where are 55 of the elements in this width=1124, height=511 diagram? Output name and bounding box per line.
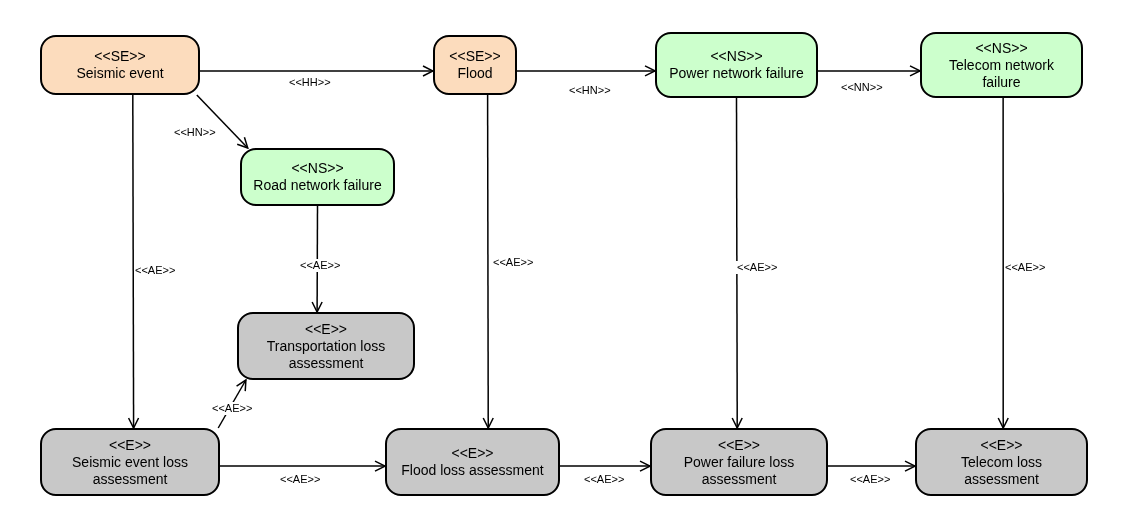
stereotype-label: <<E>> [717, 436, 760, 454]
node-label: Road network failure [253, 177, 382, 194]
node-label: Flood loss assessment [401, 462, 544, 479]
edge-label: <<AE>> [583, 472, 626, 486]
arrow [196, 94, 249, 149]
edge-label: <<AE>> [134, 263, 177, 277]
arrow [219, 460, 386, 472]
rounded-box [655, 32, 818, 98]
stereotype-label: <<E>> [451, 445, 494, 462]
edge-label: <<HN>> [173, 125, 217, 139]
node-label: Telecom network failure [947, 56, 1055, 91]
arrow [731, 97, 743, 429]
edge-label: <<HN>> [568, 83, 612, 97]
stereotype-label: <<SE>> [449, 48, 501, 65]
node-label: Seismic event [76, 65, 164, 82]
stereotype-label: <<NS>> [291, 160, 344, 177]
arrow [482, 94, 494, 429]
rounded-box [915, 428, 1088, 496]
node-label: Power network failure [669, 65, 804, 82]
edge-label: <<AE>> [849, 472, 892, 486]
stereotype-label: <<E>> [304, 320, 347, 338]
arrow [817, 65, 921, 77]
edge-label: <<AE>> [736, 260, 779, 274]
edge-label: <<NN>> [840, 80, 884, 94]
stereotype-label: <<SE>> [94, 48, 146, 65]
edge-label: <<AE>> [279, 472, 322, 486]
rounded-box [40, 428, 220, 496]
stereotype-label: <<E>> [108, 436, 151, 454]
node-label: Flood [457, 65, 493, 82]
edge-label: <<AE>> [1004, 260, 1047, 274]
edge-label: <<AE>> [299, 258, 342, 272]
edge-label: <<AE>> [211, 401, 254, 415]
arrow [827, 460, 916, 472]
arrow [127, 94, 140, 429]
stereotype-label: <<NS>> [975, 39, 1028, 57]
arrow [199, 65, 434, 77]
stereotype-label: <<NS>> [710, 48, 763, 65]
rounded-box [40, 35, 200, 95]
arrow [559, 460, 651, 472]
node-label: Telecom loss assessment [960, 453, 1043, 488]
node-label: Power failure loss assessment [682, 453, 796, 488]
rounded-box [237, 312, 415, 380]
rounded-box [433, 35, 517, 95]
node-label: Transportation loss assessment [265, 337, 387, 372]
arrow [311, 205, 323, 313]
edge-label: <<HH>> [288, 75, 332, 89]
rounded-box [920, 32, 1083, 98]
arrow [516, 65, 656, 77]
stereotype-label: <<E>> [980, 436, 1023, 454]
rounded-box [385, 428, 560, 496]
rounded-box [650, 428, 828, 496]
arrow [997, 97, 1009, 429]
node-label: Seismic event loss assessment [71, 453, 189, 488]
rounded-box [240, 148, 395, 206]
edge-label: <<AE>> [492, 255, 535, 269]
